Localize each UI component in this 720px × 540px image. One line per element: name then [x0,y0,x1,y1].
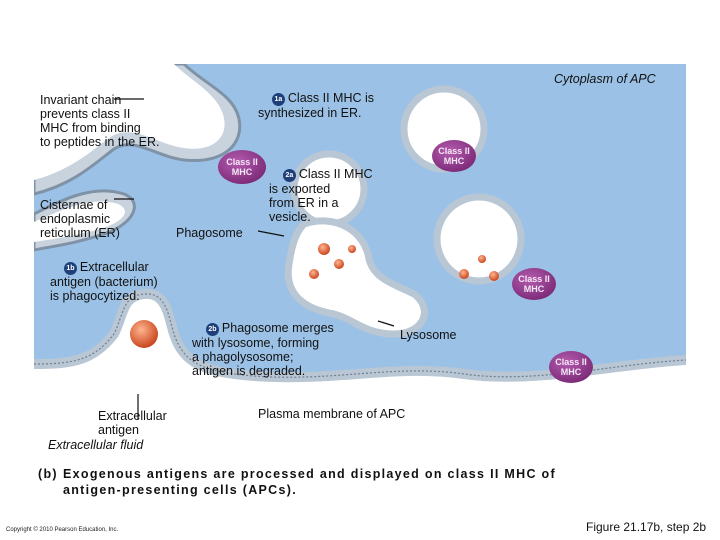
step-1b-text: Extracellular antigen (bacterium) is pha… [50,260,158,303]
step-2a-marker: 2a [282,169,296,182]
mhc-tag: Class II MHC [438,146,470,166]
cytoplasm-label: Cytoplasm of APC [554,72,656,86]
er-cisterna-lumen [34,201,125,242]
figure-reference: Figure 21.17b, step 2b [586,520,707,534]
extracellular-antigen-label: Extracellular antigen [98,409,167,437]
mhc-tag: Class II MHC [518,274,550,294]
step-1b-marker: 1b [63,262,77,275]
diagram-artwork [32,62,687,457]
er-lumen [34,64,225,180]
lysosome-label: Lysosome [400,328,457,342]
invariant-chain-label: Invariant chain prevents class II MHC fr… [40,93,160,149]
phagosome-label: Phagosome [176,226,243,240]
antigen-fragment [309,269,319,279]
leader-line [377,320,395,327]
step-1a-marker: 1a [271,93,285,106]
extracellular-fluid-label: Extracellular fluid [48,438,144,452]
leader-line [257,230,285,237]
mhc-molecule [549,351,593,383]
vesicle-right [433,193,525,285]
step-2a-text: Class II MHC is exported from ER in a ve… [269,167,373,224]
step-2b-marker: 2b [205,323,219,336]
antigen-fragment [334,259,344,269]
bacterium [130,320,158,348]
step-2b-text: Phagosome merges with lysosome, forming … [192,321,334,378]
caption-part-label: (b) [38,467,58,481]
figure-panel: Invariant chain prevents class II MHC fr… [32,62,687,457]
mhc-molecule [512,268,556,300]
mhc-molecule [432,140,476,172]
antigen-fragment [478,255,486,263]
mhc-molecule [218,150,266,184]
antigen-fragment [348,245,356,253]
plasma-membrane-label: Plasma membrane of APC [258,407,406,421]
mhc-tag: Class II MHC [226,157,258,177]
antigen-fragment [459,269,469,279]
membrane-pattern [33,293,687,378]
copyright-notice: Copyright © 2010 Pearson Education, Inc. [6,527,119,533]
mhc-tag: Class II MHC [555,357,587,377]
cisternae-label: Cisternae of endoplasmic reticulum (ER) [40,198,120,240]
caption-text: Exogenous antigens are processed and dis… [63,467,556,497]
step-1a-text: Class II MHC is synthesized in ER. [258,91,375,120]
antigen-fragment [489,271,499,281]
antigen-fragment [318,243,330,255]
